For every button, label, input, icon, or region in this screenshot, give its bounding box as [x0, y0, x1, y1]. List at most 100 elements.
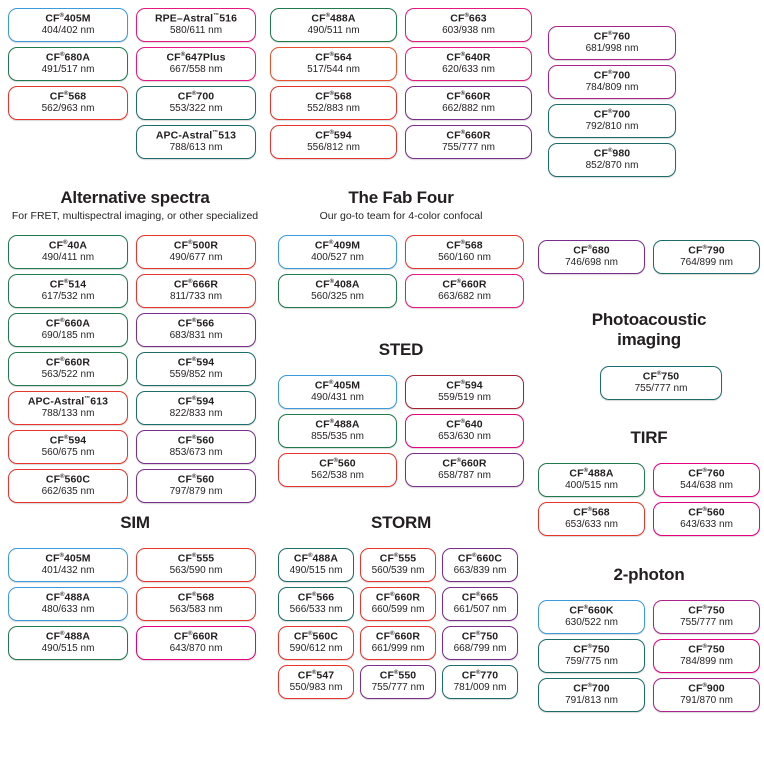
dye-name: CF®40A — [48, 239, 88, 252]
registered-mark-icon: ® — [308, 630, 313, 637]
registered-mark-icon: ® — [587, 643, 592, 650]
trademark-mark-icon: ™ — [84, 395, 91, 402]
dye-spectra: 563/590 nm — [169, 564, 223, 576]
dye-spectra: 788/133 nm — [41, 407, 95, 419]
registered-mark-icon: ® — [583, 467, 589, 474]
dye-spectra: 661/507 nm — [453, 603, 507, 615]
dye-name: CF®660R — [375, 630, 421, 643]
dye-spectra: 853/673 nm — [169, 446, 223, 458]
registered-mark-icon: ® — [475, 669, 481, 676]
dye-name: CF®560 — [319, 457, 356, 470]
dye-name: CF®750 — [688, 643, 725, 656]
dye-spectra: 491/517 nm — [41, 63, 95, 75]
dye-name: CF®665 — [461, 591, 499, 604]
registered-mark-icon: ® — [191, 395, 197, 402]
dye-name: CF®700 — [177, 90, 215, 103]
dye-name: CF®560 — [177, 473, 215, 486]
dye-name: CF®647Plus — [166, 51, 226, 64]
registered-mark-icon: ® — [191, 90, 197, 97]
registered-mark-icon: ® — [325, 12, 331, 19]
dye-spectra: 617/532 nm — [41, 290, 95, 302]
dye-spectra: 643/633 nm — [680, 518, 733, 530]
registered-mark-icon: ® — [702, 604, 707, 611]
